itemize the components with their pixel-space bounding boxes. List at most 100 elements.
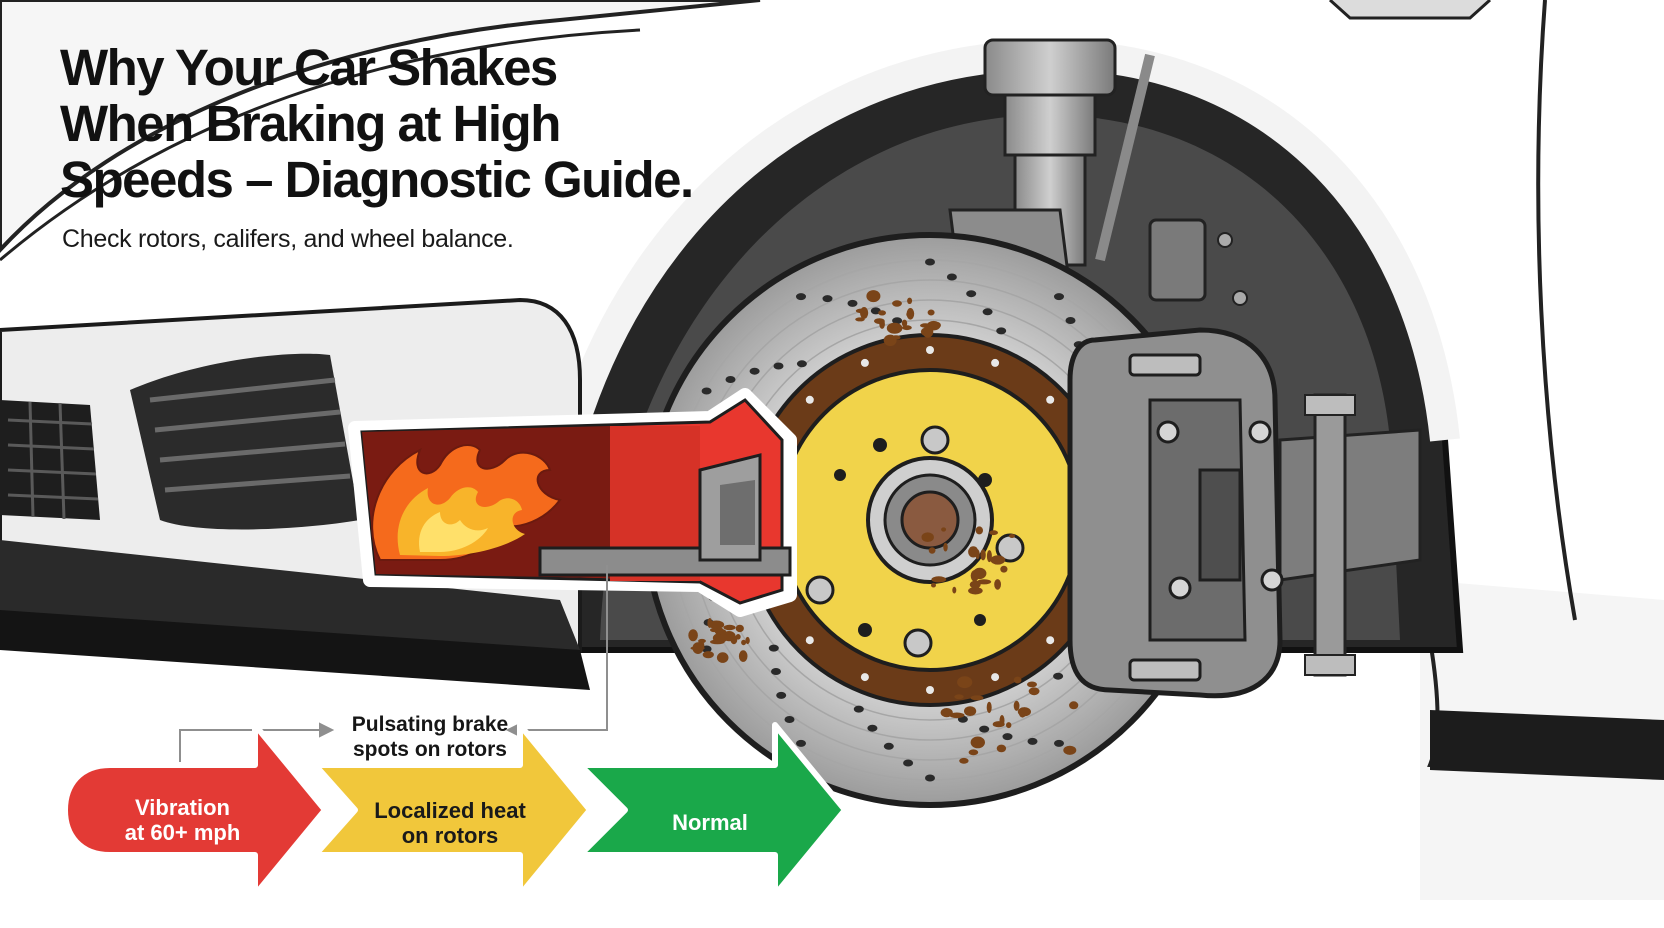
rust-spot <box>1027 681 1037 688</box>
rotor-hole <box>725 376 736 383</box>
rust-spot <box>1063 745 1077 755</box>
rust-spot <box>702 651 714 659</box>
rust-spot <box>692 642 704 654</box>
rotor-hole <box>925 258 935 266</box>
rust-spot <box>931 576 947 583</box>
flow-step-line-1: Normal <box>672 810 748 835</box>
rust-spot <box>973 567 987 580</box>
rust-spot <box>707 618 713 628</box>
rust-spot <box>975 526 983 535</box>
rotor-bolt-hole <box>926 346 934 354</box>
rotor-hole <box>1053 672 1064 680</box>
rotor-hole <box>996 327 1007 335</box>
rust-spot <box>688 629 698 642</box>
rust-spot <box>922 326 934 338</box>
rust-spots <box>688 290 1079 764</box>
rust-spot <box>992 721 1005 728</box>
rust-spot <box>878 310 886 316</box>
rust-spot <box>716 652 729 663</box>
rust-spot <box>989 530 998 536</box>
callout-line-2: spots on rotors <box>352 738 507 761</box>
rust-spot <box>710 627 719 633</box>
flow-step-line-1: Vibration <box>135 795 230 820</box>
page-title: Why Your Car Shakes When Braking at High… <box>60 39 694 208</box>
rotor-hole <box>925 774 935 782</box>
page-subtitle: Check rotors, califers, and wheel balanc… <box>62 225 514 253</box>
flow-step-line-2: on rotors <box>401 823 499 848</box>
rust-spot <box>928 547 936 554</box>
rotor-hole <box>749 367 760 375</box>
rust-spot <box>986 701 992 714</box>
rust-spot <box>957 676 973 689</box>
arrow-localized-heat <box>312 722 593 898</box>
rotor-hole <box>771 668 781 675</box>
rust-spot <box>940 708 953 718</box>
rust-spot <box>932 321 941 329</box>
rotor-hole <box>903 759 914 767</box>
rotor-hole <box>966 290 977 298</box>
rotor-hole <box>853 705 864 713</box>
rotor-hole <box>1002 733 1013 741</box>
rust-spot <box>980 549 986 561</box>
rust-spot <box>745 636 750 645</box>
rust-spot <box>723 624 736 631</box>
rust-spot <box>735 634 741 640</box>
rust-spot <box>718 629 727 635</box>
rotor-bolt-hole <box>991 358 1000 367</box>
rust-spot <box>1000 565 1008 573</box>
rust-spot <box>738 650 748 662</box>
rotor-hole <box>784 716 795 723</box>
rust-spot <box>741 639 747 646</box>
rust-spot <box>964 706 977 716</box>
rust-spot <box>855 308 868 314</box>
rust-spot <box>710 639 725 645</box>
rotor-hole <box>822 295 833 303</box>
rust-spot <box>1013 700 1020 711</box>
rust-spot <box>874 318 885 324</box>
rust-spot <box>886 322 903 334</box>
rotor-hole <box>768 644 779 652</box>
flow-step-vibration: Vibration at 60+ mph <box>95 795 270 845</box>
car-body <box>0 0 1664 790</box>
heat-cutaway <box>348 388 797 617</box>
flow-step-line-1: Localized heat <box>374 798 526 823</box>
wheel-hub <box>778 368 1082 672</box>
rust-spot <box>943 542 948 552</box>
rust-spot <box>1069 701 1079 710</box>
flame-icon <box>371 444 562 561</box>
rust-spot <box>927 309 935 316</box>
rust-spot <box>906 308 915 320</box>
rust-spot <box>855 317 865 322</box>
rotor-hole <box>982 308 993 316</box>
rotor-hole <box>773 362 784 370</box>
rotor-hole <box>701 387 712 395</box>
rotor-hole <box>883 742 894 750</box>
rust-spot <box>866 290 881 303</box>
rotor-hole <box>946 273 957 281</box>
rotor-hole <box>1054 293 1064 301</box>
rust-spot <box>901 319 908 327</box>
diagnostic-flow <box>62 722 848 898</box>
rotor-bolt-hole <box>860 673 869 682</box>
rotor-hole <box>1027 737 1038 745</box>
rust-spot <box>990 555 1006 565</box>
rotor-hole <box>867 724 878 732</box>
rust-spot <box>735 624 744 633</box>
rotor-hole <box>1065 317 1076 324</box>
rust-spot <box>968 546 979 558</box>
rust-spot <box>952 586 957 594</box>
rotor-bolt-hole <box>926 686 934 694</box>
rotor-bolt-hole <box>991 673 1000 682</box>
rust-spot <box>1017 707 1031 717</box>
rotor-bolt-hole <box>805 636 814 645</box>
rust-spot <box>970 695 984 701</box>
rust-spot <box>968 587 983 595</box>
rotor-hole <box>979 725 990 733</box>
rotor-bolt-hole <box>805 395 814 404</box>
flow-step-line-2: at 60+ mph <box>124 820 241 845</box>
rotor-bolt-hole <box>1046 636 1055 645</box>
flow-step-normal: Normal <box>630 810 790 835</box>
rotor-hole <box>847 299 858 307</box>
brake-caliper <box>1067 327 1284 699</box>
